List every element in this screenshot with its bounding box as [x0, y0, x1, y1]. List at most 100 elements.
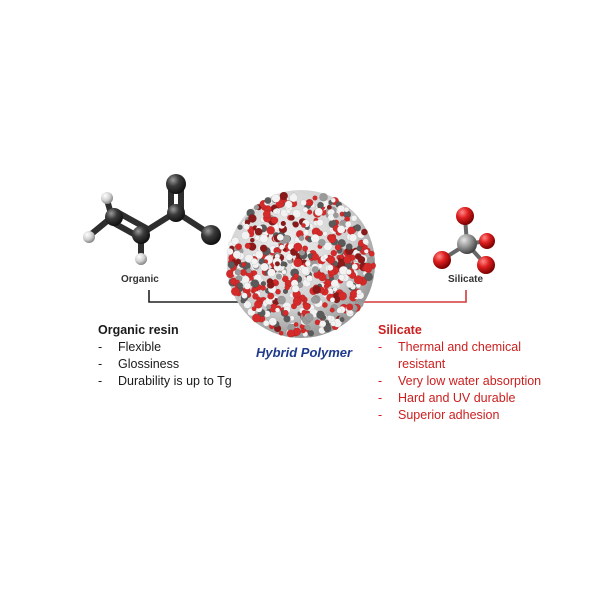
sphere-atom	[234, 269, 242, 276]
sphere-atom	[282, 309, 289, 317]
sphere-atom	[285, 253, 293, 261]
carbon-atom	[105, 208, 123, 226]
sphere-atom	[336, 307, 343, 314]
sphere-atom	[285, 208, 292, 214]
sphere-atom	[262, 210, 271, 219]
sphere-atom	[338, 274, 345, 281]
sphere-atom	[251, 313, 261, 323]
sphere-atom	[314, 207, 323, 217]
sphere-atom	[344, 220, 352, 228]
sphere-atom	[348, 233, 358, 242]
sphere-atom	[241, 292, 248, 299]
sphere-atom	[232, 250, 242, 259]
sphere-atom	[266, 225, 276, 235]
sphere-atom	[357, 255, 366, 264]
sphere-atom	[345, 280, 354, 288]
sphere-atom	[274, 261, 281, 267]
sphere-atom	[356, 289, 362, 295]
sphere-atom	[303, 229, 310, 236]
sphere-atom	[323, 283, 330, 289]
sphere-atom	[272, 279, 278, 285]
silicon-atom	[457, 234, 477, 254]
sphere-atom	[267, 268, 276, 278]
sphere-atom	[306, 209, 313, 215]
sphere-atom	[330, 279, 339, 288]
sphere-atom	[236, 282, 244, 289]
sphere-atom	[302, 206, 309, 213]
sphere-atom	[316, 310, 325, 319]
sphere-atom	[338, 291, 348, 301]
sphere-atom	[330, 320, 337, 327]
sphere-atom	[276, 273, 283, 280]
sphere-atom	[249, 237, 255, 243]
silicate-property-item: -Thermal and chemical resistant	[378, 340, 521, 371]
oxygen-atom	[456, 207, 474, 225]
sphere-atom	[300, 199, 307, 207]
sphere-atom	[298, 235, 305, 242]
sphere-atom	[293, 258, 303, 268]
sphere-atom	[300, 328, 306, 334]
sphere-atom	[343, 255, 352, 264]
hydrogen-atom	[101, 192, 113, 204]
sphere-atom	[268, 317, 277, 326]
sphere-atom	[251, 306, 257, 312]
silicate-molecule-label: Silicate	[448, 274, 484, 285]
sphere-atom	[326, 255, 336, 265]
sphere-atom	[230, 287, 240, 297]
sphere-atom	[319, 320, 327, 328]
sphere-atom	[299, 294, 306, 301]
sphere-atom	[328, 235, 337, 244]
sphere-atom	[334, 244, 342, 251]
sphere-atom	[256, 296, 262, 303]
sphere-atom	[367, 257, 375, 265]
sphere-atom	[356, 245, 363, 252]
sphere-atom	[292, 221, 299, 228]
sphere-atom	[310, 233, 320, 243]
oxygen-atom	[477, 256, 495, 274]
sphere-atom	[307, 330, 315, 337]
silicate-property-item: -Very low water absorption	[378, 374, 542, 388]
sphere-atom	[310, 295, 319, 304]
sphere-atom	[293, 273, 299, 279]
sphere-atom	[332, 286, 338, 292]
sphere-atom	[329, 307, 335, 313]
carbon-atom	[166, 174, 186, 194]
sphere-atom	[284, 284, 291, 291]
sphere-atom	[289, 193, 298, 203]
organic-properties-list: -Flexible -Glossiness -Durability is up …	[98, 339, 232, 390]
sphere-atom	[301, 309, 307, 316]
sphere-atom	[317, 230, 324, 237]
sphere-atom	[311, 266, 319, 274]
sphere-atom	[264, 196, 272, 204]
sphere-atom	[263, 320, 270, 327]
sphere-atom	[321, 302, 328, 308]
organic-connector-line	[148, 290, 238, 303]
sphere-atom	[363, 262, 373, 272]
sphere-atom	[243, 223, 250, 231]
sphere-atom	[288, 214, 295, 221]
sphere-atom	[339, 317, 345, 323]
sphere-atom	[271, 193, 281, 203]
sphere-atom	[300, 266, 310, 275]
sphere-atom	[317, 263, 323, 269]
sphere-atom	[259, 244, 268, 253]
sphere-atom	[275, 307, 281, 313]
organic-resin-panel: Organic resin -Flexible -Glossiness -Dur…	[98, 322, 232, 390]
sphere-atom	[278, 330, 284, 336]
sphere-atom	[326, 204, 332, 210]
sphere-atom	[326, 264, 334, 272]
sphere-atom	[272, 208, 279, 215]
sphere-atom	[279, 191, 288, 201]
sphere-atom	[284, 200, 293, 209]
carbon-atom	[167, 204, 185, 222]
sphere-atom	[304, 312, 314, 322]
organic-molecule-label: Organic	[121, 274, 159, 285]
sphere-atom	[270, 216, 279, 225]
sphere-atoms	[225, 191, 377, 338]
sphere-atom	[244, 242, 251, 249]
sphere-atom	[293, 242, 303, 252]
sphere-atom	[345, 243, 353, 251]
sphere-atom	[322, 253, 329, 260]
